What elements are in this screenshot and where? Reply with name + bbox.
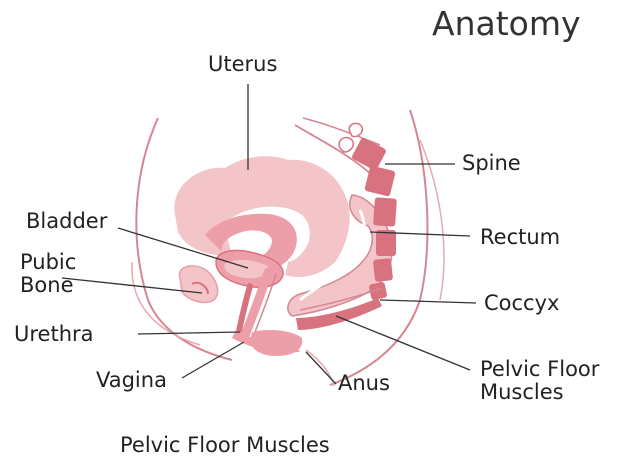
label-rectum: Rectum bbox=[480, 226, 560, 249]
leader-vagina bbox=[182, 342, 244, 378]
label-coccyx: Coccyx bbox=[484, 292, 559, 315]
label-pubic-bone-line1: Pubic bbox=[20, 251, 76, 274]
label-uterus: Uterus bbox=[208, 53, 277, 76]
leader-pelvic-floor bbox=[336, 316, 470, 370]
lower-contour bbox=[306, 350, 334, 386]
diagram-title: Anatomy bbox=[432, 6, 581, 42]
pubic-bone-shape bbox=[179, 266, 217, 303]
perineum-shape bbox=[250, 330, 302, 356]
label-anus: Anus bbox=[338, 372, 390, 395]
label-pelvic-floor-muscles: Pelvic Floor Muscles bbox=[480, 358, 599, 404]
label-pubic-bone-line2: Bone bbox=[20, 274, 76, 297]
label-urethra: Urethra bbox=[14, 323, 94, 346]
label-pubic-bone: Pubic Bone bbox=[20, 251, 76, 297]
label-pelvic-floor-line2: Muscles bbox=[480, 381, 599, 404]
leader-anus bbox=[306, 352, 336, 384]
leader-urethra bbox=[138, 332, 240, 334]
diagram-caption: Pelvic Floor Muscles bbox=[120, 434, 330, 457]
label-spine: Spine bbox=[462, 152, 521, 175]
label-pelvic-floor-line1: Pelvic Floor bbox=[480, 358, 599, 381]
label-bladder: Bladder bbox=[26, 210, 107, 233]
leader-coccyx bbox=[380, 300, 476, 303]
label-vagina: Vagina bbox=[96, 369, 167, 392]
